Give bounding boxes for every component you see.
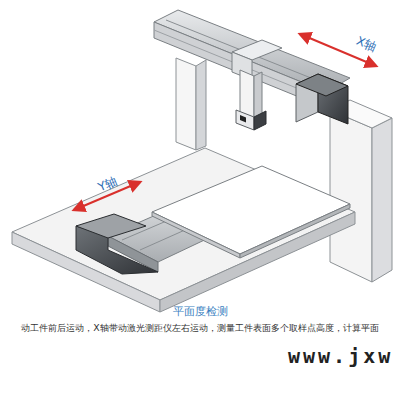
axis-label: X轴 [353, 33, 378, 57]
caption: 平面度检测 [173, 304, 228, 319]
watermark: www.jxw [288, 344, 393, 368]
description-text: 动工件前后运动，X轴带动激光测距仪左右运动，测量工件表面多个取样点高度，计算平面 [21, 322, 378, 335]
